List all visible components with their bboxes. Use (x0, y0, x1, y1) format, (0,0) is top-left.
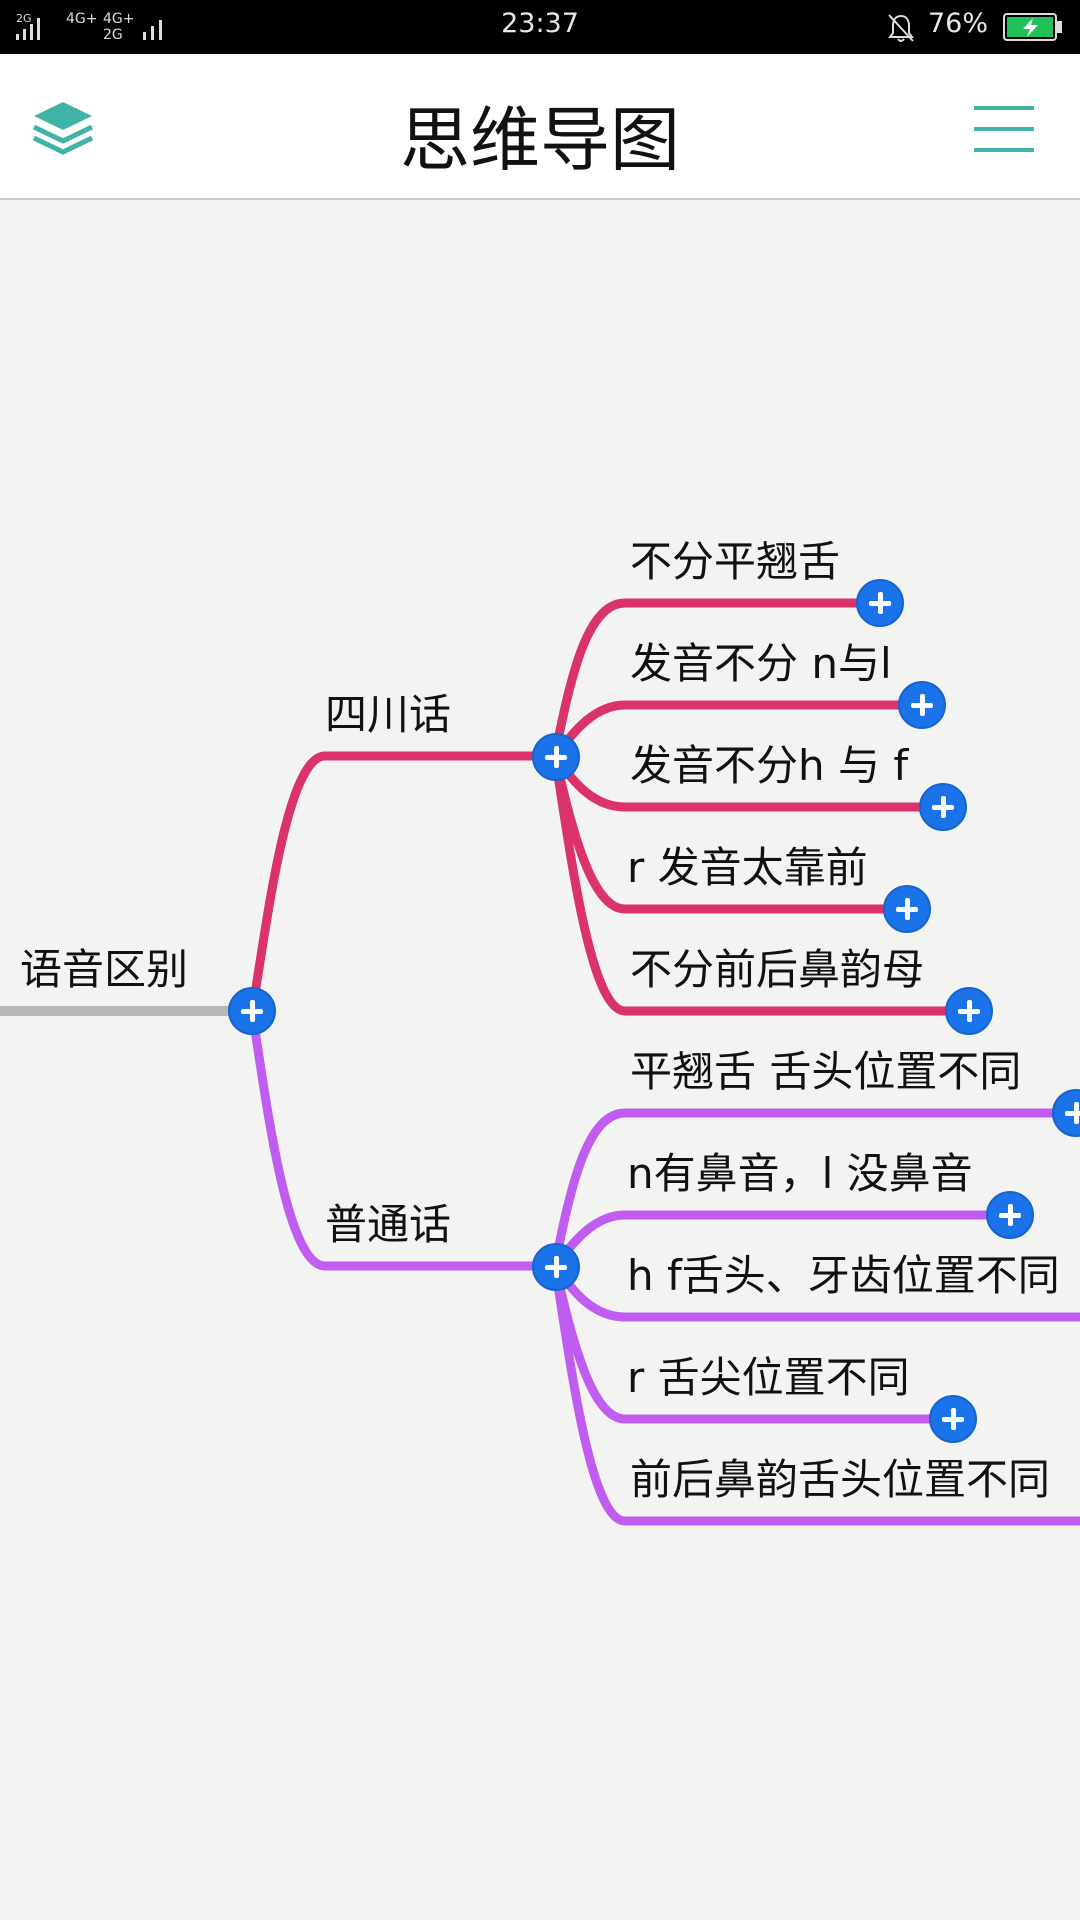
battery-charging-icon (1003, 13, 1062, 41)
node-putonghua[interactable]: 普通话 (325, 1200, 452, 1249)
child-connector-p5 (550, 1265, 1080, 1526)
expand-putonghua-button[interactable] (532, 1243, 580, 1291)
signal-icon: 2G 4G+ 4G+ 2G (16, 11, 162, 43)
status-time: 23:37 (501, 8, 579, 39)
expand-putonghua-child-2-button[interactable] (986, 1191, 1034, 1239)
network-label-2g-b: 2G (103, 27, 123, 43)
expand-sichuan-child-1-button[interactable] (856, 579, 904, 627)
node-sichuan-child-5[interactable]: 不分前后鼻韵母 (630, 945, 925, 994)
node-root[interactable]: 语音区别 (20, 945, 189, 994)
network-label-4g-b: 4G+ (103, 11, 135, 27)
node-putonghua-child-1[interactable]: 平翘舌 舌头位置不同 (630, 1047, 1022, 1096)
expand-sichuan-button[interactable] (532, 733, 580, 781)
branch-connector-sichuan (247, 751, 555, 1012)
node-sichuan-child-4[interactable]: r 发音太靠前 (627, 843, 868, 892)
app-bar: 思维导图 (0, 54, 1080, 200)
layers-icon[interactable] (30, 96, 96, 162)
expand-sichuan-child-2-button[interactable] (898, 681, 946, 729)
battery-percent: 76% (928, 8, 989, 39)
alarm-off-icon (888, 14, 914, 42)
node-sichuan-child-2[interactable]: 发音不分 n与l (630, 639, 892, 688)
child-connector-s5 (550, 755, 969, 1016)
page-title: 思维导图 (400, 99, 680, 181)
expand-sichuan-child-3-button[interactable] (919, 783, 967, 831)
expand-putonghua-child-4-button[interactable] (929, 1395, 977, 1443)
node-putonghua-child-2[interactable]: n有鼻音，l 没鼻音 (627, 1149, 973, 1198)
expand-root-button[interactable] (228, 987, 276, 1035)
branch-connector-putonghua (247, 1010, 555, 1271)
node-putonghua-child-3[interactable]: h f舌头、牙齿位置不同 (627, 1251, 1060, 1300)
node-sichuan-child-1[interactable]: 不分平翘舌 (630, 537, 841, 586)
expand-sichuan-child-4-button[interactable] (883, 885, 931, 933)
child-connector-p1 (550, 1108, 1080, 1267)
menu-icon[interactable] (972, 102, 1036, 156)
node-sichuan-child-3[interactable]: 发音不分h 与 f (630, 741, 909, 790)
node-putonghua-child-5[interactable]: 前后鼻韵舌头位置不同 (630, 1455, 1051, 1504)
mindmap-canvas[interactable]: 语音区别 四川话 不分平翘舌 发音不分 n与l 发音不分h 与 f r 发音太靠… (0, 200, 1080, 1920)
status-bar: 2G 4G+ 4G+ 2G 23:37 76% (0, 0, 1080, 54)
network-label-2g: 2G (16, 12, 32, 25)
node-sichuan[interactable]: 四川话 (325, 690, 452, 739)
node-putonghua-child-4[interactable]: r 舌尖位置不同 (627, 1353, 910, 1402)
network-label-4g-a: 4G+ (66, 11, 98, 27)
expand-sichuan-child-5-button[interactable] (945, 987, 993, 1035)
child-connector-s1 (550, 598, 880, 757)
